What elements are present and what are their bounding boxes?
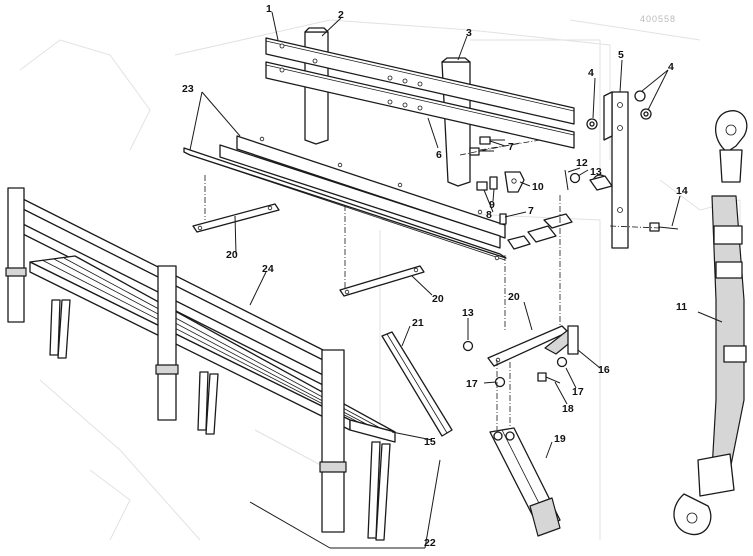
callout-4a: 4 [588, 67, 594, 79]
page-header-code: 400558 [640, 14, 676, 24]
callout-17a: 17 [572, 386, 584, 398]
callout-7b: 7 [528, 205, 534, 217]
callout-8: 8 [486, 209, 492, 221]
callout-20c: 20 [508, 291, 520, 303]
seat-slats-22 [183, 135, 507, 261]
brackets-20 [192, 203, 579, 432]
callout-20b: 20 [432, 293, 444, 305]
screw-12 [564, 169, 569, 191]
spacer-block-c [543, 213, 573, 229]
bench-leg-b [57, 299, 71, 359]
callout-10: 10 [532, 181, 544, 193]
callout-7a: 7 [508, 141, 514, 153]
hinge-16 [567, 325, 579, 355]
bolt-7c [499, 213, 507, 225]
callout-17b: 17 [466, 378, 478, 390]
callout-21: 21 [412, 317, 424, 329]
post-3-cap [441, 57, 471, 63]
callout-1: 1 [266, 3, 272, 15]
nut-4a [634, 90, 646, 102]
bench-leg-d [205, 373, 219, 435]
callout-24: 24 [262, 263, 274, 275]
leader-lines [189, 11, 723, 459]
backrest-slat-6 [265, 61, 575, 149]
bench-post-left [7, 187, 25, 323]
bolt-7a-head [479, 136, 491, 145]
bracket-20-upper-left [192, 203, 280, 233]
callout-20a: 20 [226, 249, 238, 261]
bolt-7b-head [469, 147, 480, 156]
callout-5: 5 [618, 49, 624, 61]
callout-9: 9 [489, 199, 495, 211]
backrest-assembly [265, 27, 652, 249]
post-2-cap [304, 27, 329, 33]
leader-23b [424, 459, 441, 549]
post-right-clamp [319, 461, 347, 473]
bracket-20-lower [339, 265, 425, 297]
bolt-14-shank [658, 226, 679, 230]
callout-19: 19 [554, 433, 566, 445]
hardware-cluster [204, 136, 679, 330]
backrest-slat-1 [265, 37, 575, 125]
callout-18: 18 [562, 403, 574, 415]
nut-13a [569, 172, 581, 184]
bolt-18-shank [545, 376, 561, 384]
bench-post-right [321, 349, 345, 533]
strap-top-buckle [719, 149, 743, 183]
strap-end-pad [697, 453, 735, 497]
nut-17a [556, 356, 568, 368]
callout-13a: 13 [590, 166, 602, 178]
callout-23: 22 [424, 537, 436, 549]
strap-buckle-1 [713, 225, 743, 245]
post-middle-clamp [155, 364, 179, 375]
bolt-14-head [649, 222, 660, 232]
bench-assembly-24 [5, 187, 441, 549]
strap-assembly-11 [673, 110, 748, 536]
strap-buckle-3 [723, 345, 747, 363]
bolt-18-head [537, 372, 547, 382]
leg-19-foot [529, 497, 561, 537]
callout-12: 12 [576, 157, 588, 169]
callout-11: 11 [676, 301, 687, 313]
callout-2: 2 [338, 9, 344, 21]
callout-6: 6 [436, 149, 442, 161]
pin-a [493, 431, 503, 441]
callout-22: 23 [182, 83, 194, 95]
bench-post-middle [157, 265, 177, 421]
spacer-block-a [507, 235, 531, 250]
callout-16: 16 [598, 364, 610, 376]
bench-leg-f [375, 443, 391, 541]
callout-labels: 1 2 3 4 4 5 6 7 7 8 9 10 12 13 14 11 23 … [182, 3, 688, 549]
bolt-8-head [476, 181, 488, 191]
post-5-bracket [603, 91, 613, 141]
washer-9 [489, 176, 498, 190]
callout-14: 14 [676, 185, 688, 197]
seat-slat-upper [236, 135, 506, 239]
bench-seat-end [349, 419, 396, 443]
strap-buckle-2 [715, 261, 743, 279]
seat-slat-lower [183, 147, 507, 259]
callout-15: 15 [424, 436, 436, 448]
callout-13b: 13 [462, 307, 474, 319]
nut-13b [462, 340, 474, 352]
post-left-clamp [5, 267, 27, 277]
callout-3: 3 [466, 27, 472, 39]
pin-b [505, 431, 515, 441]
backrest-post-5 [611, 91, 629, 249]
spacer-block-b [527, 225, 557, 243]
leader-23a [249, 501, 331, 549]
callout-4b: 4 [668, 61, 674, 73]
braces [381, 331, 561, 537]
seat-slat-middle [219, 144, 501, 249]
